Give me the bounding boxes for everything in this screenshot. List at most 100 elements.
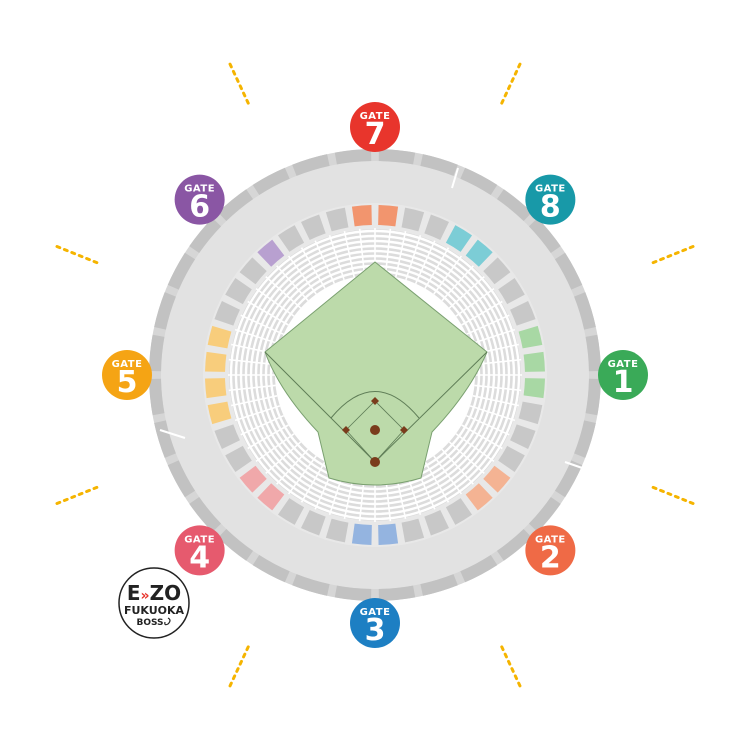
- seating-block[interactable]: [483, 465, 511, 493]
- outer-ring-segment: [189, 496, 222, 532]
- stand-aisle: [414, 240, 436, 284]
- seating-block[interactable]: [301, 214, 326, 240]
- outer-ring-segment: [378, 149, 416, 165]
- gate-label: GATE: [535, 534, 566, 545]
- seating-block[interactable]: [510, 424, 536, 449]
- seating-block[interactable]: [445, 498, 473, 525]
- seating-block[interactable]: [401, 207, 425, 232]
- outer-ring-segment: [420, 574, 458, 596]
- gate-number: 7: [365, 117, 386, 152]
- outer-ring-segment: [252, 167, 290, 196]
- stand-aisle: [300, 247, 326, 289]
- outer-ring-segment: [420, 154, 458, 176]
- seating-block[interactable]: [207, 325, 232, 349]
- outer-ring-segment: [292, 154, 330, 176]
- seating-block[interactable]: [277, 225, 305, 252]
- seating-block[interactable]: [378, 205, 399, 227]
- seating-block[interactable]: [351, 523, 372, 545]
- sun-ray: [53, 244, 99, 265]
- outer-ring-segment: [496, 189, 532, 222]
- stand-aisle: [231, 395, 278, 407]
- seating-block[interactable]: [239, 257, 267, 285]
- seating-block[interactable]: [325, 207, 349, 232]
- seating-block[interactable]: [239, 465, 267, 493]
- outer-ring-segment: [574, 420, 596, 458]
- stand-aisle: [472, 395, 519, 407]
- seating-block[interactable]: [207, 401, 232, 425]
- gate-badge: [350, 598, 400, 648]
- seating-block[interactable]: [257, 483, 285, 511]
- seating-block[interactable]: [424, 510, 449, 536]
- stand-aisle: [234, 328, 281, 345]
- gate-number: 8: [540, 190, 561, 225]
- outer-ring-segment: [252, 554, 290, 583]
- stand-aisle: [433, 255, 463, 295]
- gate-badge: [525, 174, 576, 225]
- seating-block[interactable]: [325, 518, 349, 543]
- ring-marker-top: [451, 167, 459, 189]
- seating-block[interactable]: [424, 214, 449, 240]
- stand-aisle: [287, 455, 317, 495]
- seating-block[interactable]: [465, 483, 493, 511]
- gate-label: GATE: [608, 359, 639, 370]
- seating-block[interactable]: [498, 445, 525, 473]
- ring-markers: [159, 167, 589, 471]
- seating-block[interactable]: [518, 325, 543, 349]
- seating-block[interactable]: [205, 378, 227, 399]
- outer-ring-segment: [154, 420, 176, 458]
- infield-arc: [330, 391, 420, 419]
- gate-number: 2: [540, 540, 561, 575]
- first-base: [400, 426, 408, 434]
- seating-block[interactable]: [510, 301, 536, 326]
- home-plate: [370, 457, 380, 467]
- stand-aisle: [474, 384, 522, 392]
- seating-block[interactable]: [351, 205, 372, 227]
- seating-block[interactable]: [378, 523, 399, 545]
- outer-ring-segment: [149, 334, 165, 372]
- outer-ring-segment: [528, 218, 561, 254]
- gate-number: 3: [365, 613, 386, 648]
- seating-block[interactable]: [498, 277, 525, 305]
- seating-block[interactable]: [445, 225, 473, 252]
- seating-block[interactable]: [277, 498, 305, 525]
- ring-marker-left: [159, 429, 186, 439]
- stand-aisle: [276, 265, 309, 302]
- gate-label: GATE: [360, 607, 391, 618]
- stand-aisle: [448, 276, 485, 309]
- outer-ring-segment: [460, 554, 498, 583]
- stand-aisle: [247, 300, 289, 326]
- seating-block[interactable]: [523, 351, 545, 372]
- seating-block[interactable]: [225, 277, 252, 305]
- stand-aisle: [276, 448, 309, 485]
- seating-block[interactable]: [483, 257, 511, 285]
- seating-block[interactable]: [257, 239, 285, 267]
- seating-block[interactable]: [523, 378, 545, 399]
- seating-block[interactable]: [401, 518, 425, 543]
- outfield-grass: [264, 261, 488, 486]
- seating-block[interactable]: [214, 424, 240, 449]
- gate-badge: [174, 174, 225, 225]
- seating-block[interactable]: [301, 510, 326, 536]
- gate-number: 5: [117, 365, 138, 400]
- seating-block[interactable]: [465, 239, 493, 267]
- outer-ring-segment: [218, 189, 254, 222]
- seating-block[interactable]: [518, 401, 543, 425]
- stand-aisle: [424, 461, 450, 503]
- sun-ray: [651, 485, 697, 506]
- gate-label: GATE: [360, 111, 391, 122]
- logo-line3: BOSS: [136, 618, 163, 628]
- seating-block[interactable]: [205, 351, 227, 372]
- seating-block[interactable]: [225, 445, 252, 473]
- outer-ring-segment: [496, 528, 532, 561]
- outer-ring-segment: [154, 292, 176, 330]
- seating-block[interactable]: [214, 301, 240, 326]
